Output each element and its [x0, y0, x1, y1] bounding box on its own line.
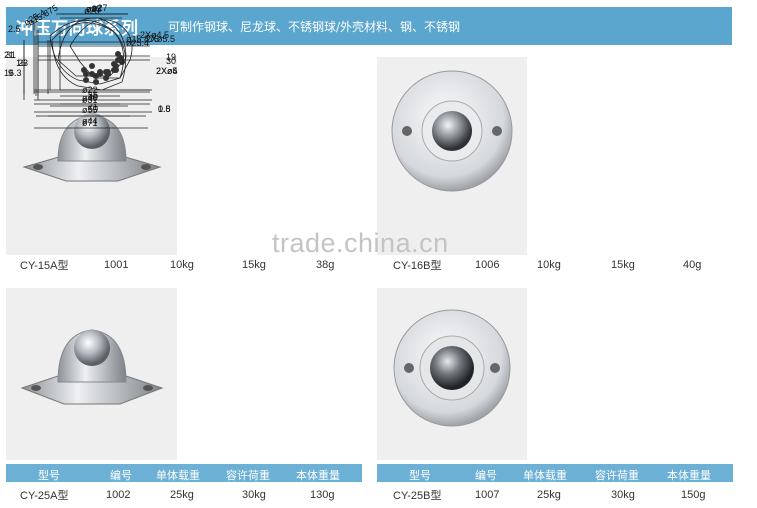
- code-cell: 1007: [475, 489, 500, 501]
- dim-label: ø55: [82, 105, 98, 115]
- dim-label: ø23: [84, 6, 100, 16]
- load-cell: 10kg: [537, 259, 561, 271]
- weight-cell: 40g: [683, 259, 702, 271]
- dim-label: ø27: [92, 3, 108, 13]
- column-header: 型号: [409, 469, 431, 482]
- dim-label: 21: [4, 50, 14, 60]
- model-cell: CY-25A型: [20, 490, 69, 502]
- column-header: 单体载重: [523, 469, 567, 482]
- spec-row-cy15a: CY-15A型 1001 10kg 15kg 38g: [6, 256, 362, 274]
- table-header-right: 型号 编号 单体载重 容许荷重 本体重量: [377, 464, 733, 482]
- column-header: 单体载重: [156, 469, 200, 482]
- dim-label: 56: [88, 90, 98, 100]
- allowable-cell: 15kg: [611, 259, 635, 271]
- dim-label: 2Xø4.5: [140, 30, 169, 40]
- product-photo-cy25a: [6, 288, 177, 460]
- column-header: 容许荷重: [595, 469, 639, 482]
- code-cell: 1001: [104, 259, 129, 271]
- page-title: 冲压万向球系列: [16, 19, 139, 39]
- dim-label: 71: [88, 102, 98, 112]
- dim-label: 16: [16, 58, 26, 68]
- ball-transfer-round-image: [391, 70, 513, 192]
- code-cell: 1002: [106, 489, 131, 501]
- dim-label: ø43: [86, 4, 102, 14]
- dim-label: 31: [6, 50, 16, 60]
- dim-label: 9: [8, 68, 13, 78]
- dim-label: 2Xø5.5: [146, 34, 175, 44]
- dim-label: 1.5: [158, 104, 171, 114]
- spec-row-cy25b: CY-25B型 1007 25kg 30kg 150g: [377, 486, 733, 504]
- model-cell: CY-25B型: [393, 490, 442, 502]
- dim-label: 23: [18, 58, 28, 68]
- ball-transfer-flange-diamond-image: [22, 113, 162, 182]
- dim-label: 0.8: [158, 104, 171, 114]
- dim-label: ø40: [82, 93, 98, 103]
- weight-cell: 150g: [681, 489, 706, 501]
- dim-label: 2Xø5: [156, 66, 178, 76]
- dim-label: ø44: [82, 116, 98, 126]
- dim-label: 50: [88, 104, 98, 114]
- dim-label: 40: [88, 92, 98, 102]
- model-cell: CY-15A型: [20, 260, 69, 272]
- dim-label: 19: [166, 52, 176, 62]
- ball-transfer-round-image: [393, 309, 511, 427]
- load-cell: 25kg: [170, 489, 194, 501]
- column-header: 本体重量: [667, 469, 711, 482]
- header-banner: 冲压万向球系列 可制作钢球、尼龙球、不锈钢球/外壳材料、钢、不锈钢: [6, 7, 732, 45]
- watermark-text: trade.china.cn: [272, 228, 449, 258]
- load-cell: 25kg: [537, 489, 561, 501]
- page-subtitle: 可制作钢球、尼龙球、不锈钢球/外壳材料、钢、不锈钢: [168, 20, 461, 34]
- weight-cell: 130g: [310, 489, 335, 501]
- product-photo-cy25b: [377, 288, 527, 460]
- dim-label: 30: [166, 56, 176, 66]
- dim-label: 16.3: [4, 68, 22, 78]
- product-photo-cy16b: [377, 57, 527, 255]
- spec-row-cy16b: CY-16B型 1006 10kg 15kg 40g: [377, 256, 733, 274]
- allowable-cell: 30kg: [611, 489, 635, 501]
- dim-label: ø25.4: [126, 38, 149, 48]
- dim-label: ø71: [82, 118, 98, 128]
- column-header: 编号: [110, 469, 132, 482]
- column-header: 容许荷重: [226, 469, 270, 482]
- load-cell: 10kg: [170, 259, 194, 271]
- column-header: 编号: [475, 469, 497, 482]
- column-header: 本体重量: [296, 469, 340, 482]
- ball-transfer-flange-diamond-image: [20, 329, 164, 405]
- dim-label: ø15.875: [126, 34, 159, 44]
- drawing-cy25b: ø37 ø25.4 2Xø5.5 16.3 30 ø40 ø55 ø71: [0, 4, 190, 508]
- dim-label: ø37: [86, 4, 102, 14]
- dim-label: 2Xø4: [156, 66, 178, 76]
- spec-row-cy25a: CY-25A型 1002 25kg 30kg 130g: [6, 486, 362, 504]
- dim-label: 2.5: [8, 24, 21, 34]
- allowable-cell: 15kg: [242, 259, 266, 271]
- model-cell: CY-16B型: [393, 260, 442, 272]
- code-cell: 1006: [475, 259, 500, 271]
- allowable-cell: 30kg: [242, 489, 266, 501]
- technical-drawing: ø37 ø25.4 2Xø5.5 16.3 30 ø40 ø55 ø71: [4, 4, 176, 129]
- dim-label: ø25.4: [22, 8, 47, 28]
- table-header-left: 型号 编号 单体载重 容许荷重 本体重量: [6, 464, 362, 482]
- column-header: 型号: [38, 469, 60, 482]
- weight-cell: 38g: [316, 259, 335, 271]
